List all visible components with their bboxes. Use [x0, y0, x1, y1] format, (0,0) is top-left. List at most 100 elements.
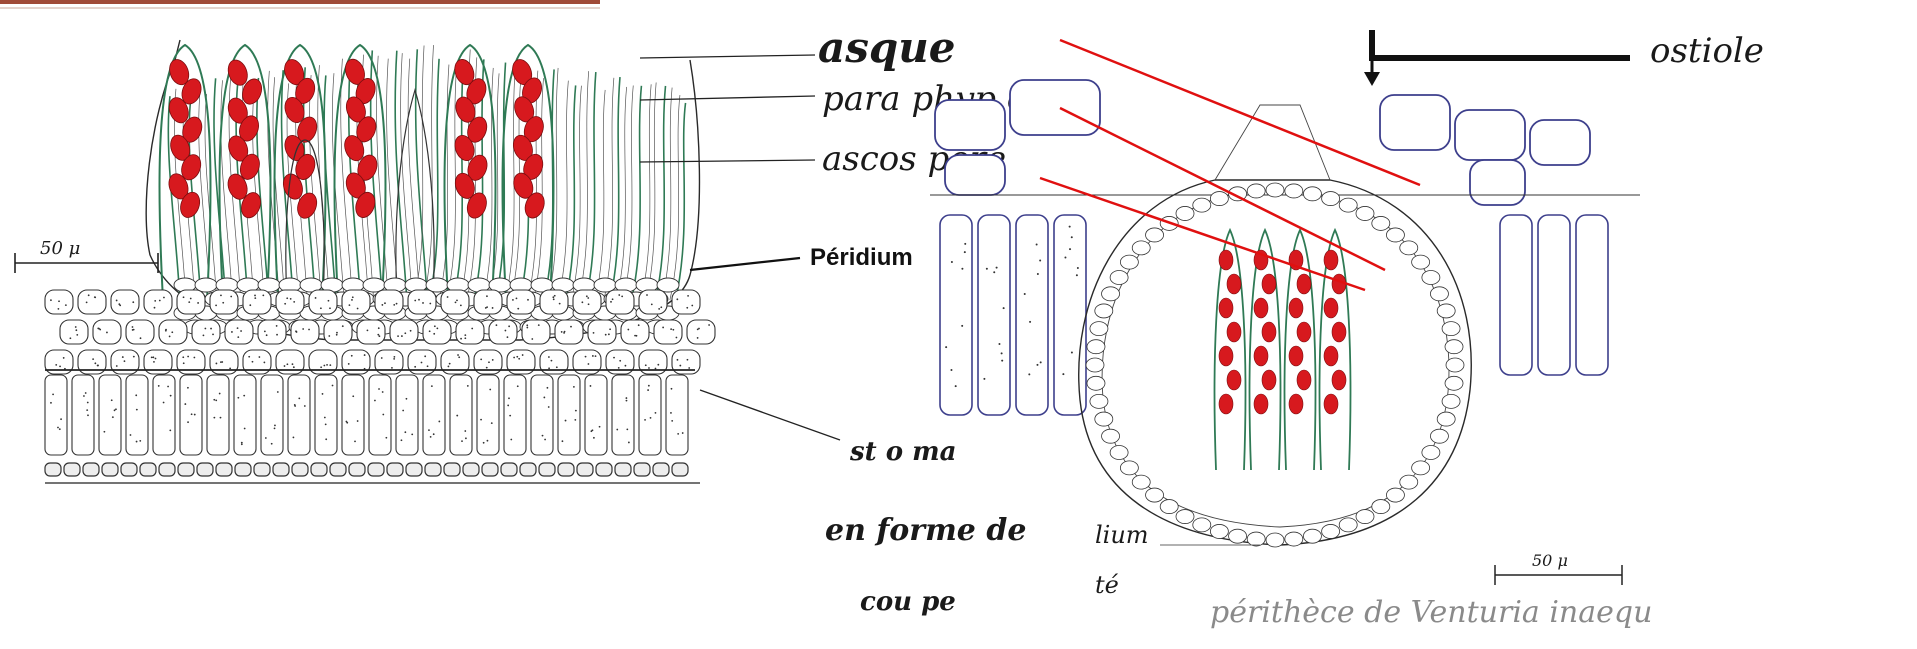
- wall-cell: [1090, 394, 1108, 408]
- stipple-dot: [461, 440, 463, 442]
- stipple-dot: [55, 364, 57, 366]
- stipple-dot: [480, 419, 482, 421]
- stipple-dot: [254, 297, 256, 299]
- wall-cell: [1412, 255, 1430, 269]
- palisade-cell: [978, 215, 1010, 415]
- stipple-dot: [456, 299, 458, 301]
- stipple-dot: [438, 421, 440, 423]
- stipple-dot: [169, 336, 171, 338]
- stipple-dot: [1003, 307, 1005, 309]
- stipple-dot: [677, 359, 679, 361]
- stipple-dot: [658, 308, 660, 310]
- wall-cell: [1400, 475, 1418, 489]
- host-cell: [243, 290, 271, 314]
- stipple-dot: [609, 328, 611, 330]
- stipple-dot: [587, 297, 589, 299]
- stipple-dot: [404, 431, 406, 433]
- stipple-dot: [559, 303, 561, 305]
- stipple-dot: [326, 364, 328, 366]
- wall-cell: [1322, 524, 1340, 538]
- stipple-dot: [153, 361, 155, 363]
- stipple-dot: [1062, 373, 1064, 375]
- stipple-dot: [526, 324, 528, 326]
- stipple-dot: [274, 427, 276, 429]
- wall-cell: [1372, 216, 1390, 230]
- bottom-cell: [577, 463, 593, 476]
- stipple-dot: [590, 385, 592, 387]
- wall-cell: [1437, 304, 1455, 318]
- ascospore: [1324, 250, 1338, 270]
- stipple-dot: [1064, 256, 1066, 258]
- stipple-dot: [404, 332, 406, 334]
- stipple-dot: [266, 334, 268, 336]
- stipple-dot: [187, 356, 189, 358]
- stipple-dot: [588, 363, 590, 365]
- left-scale-bar: 50 μ: [15, 238, 158, 273]
- epidermis-cell: [531, 375, 553, 455]
- stipple-dot: [114, 409, 116, 411]
- stipple-dot: [517, 385, 519, 387]
- palisade-cell: [940, 215, 972, 415]
- stipple-dot: [354, 440, 356, 442]
- left-apothecium-figure: 50 μ asque para phyp e ascos pore Péridi…: [15, 23, 1027, 617]
- stipple-dot: [325, 423, 327, 425]
- wall-cell: [1285, 532, 1303, 546]
- host-cell: [291, 320, 319, 344]
- stipple-dot: [548, 406, 550, 408]
- stipple-dot: [393, 304, 395, 306]
- hypha-strand: [309, 75, 321, 300]
- epidermis-cell: [369, 375, 391, 455]
- wall-cell: [1146, 228, 1164, 242]
- ascospore: [1219, 298, 1233, 318]
- palisade-cell: [1500, 215, 1532, 375]
- stipple-dot: [531, 338, 533, 340]
- stipple-dot: [325, 438, 327, 440]
- stipple-dot: [492, 307, 494, 309]
- host-cell: [309, 290, 337, 314]
- stipple-dot: [159, 300, 161, 302]
- stipple-dot: [679, 365, 681, 367]
- stipple-dot: [527, 299, 529, 301]
- stipple-dot: [625, 365, 627, 367]
- stipple-dot: [670, 328, 672, 330]
- stipple-dot: [57, 427, 59, 429]
- bottom-cell: [330, 463, 346, 476]
- stipple-dot: [1076, 274, 1078, 276]
- bottom-cell: [140, 463, 156, 476]
- stipple-dot: [393, 358, 395, 360]
- wall-cell: [1160, 500, 1178, 514]
- stipple-dot: [406, 398, 408, 400]
- stipple-dot: [88, 294, 90, 296]
- stipple-dot: [676, 298, 678, 300]
- stipple-dot: [671, 388, 673, 390]
- bottom-cell: [672, 463, 688, 476]
- stroma-leader-line: [700, 390, 840, 440]
- stipple-dot: [203, 334, 205, 336]
- stipple-dot: [381, 304, 383, 306]
- epidermis-cell: [72, 375, 94, 455]
- host-cell: [144, 290, 172, 314]
- ostiole-pointer: [1372, 30, 1630, 58]
- stipple-dot: [124, 360, 126, 362]
- asque-leader-line: [640, 55, 815, 58]
- stipple-dot: [183, 296, 185, 298]
- stipple-dot: [414, 366, 416, 368]
- epidermis-cell: [396, 375, 418, 455]
- stipple-dot: [492, 359, 494, 361]
- host-cell: [390, 320, 418, 344]
- stipple-dot: [352, 296, 354, 298]
- bottom-cell: [159, 463, 175, 476]
- stipple-dot: [171, 331, 173, 333]
- stipple-dot: [167, 386, 169, 388]
- bottom-cell: [387, 463, 403, 476]
- stipple-dot: [308, 329, 310, 331]
- wall-cell: [1386, 488, 1404, 502]
- stipple-dot: [547, 387, 549, 389]
- stipple-dot: [351, 299, 353, 301]
- stipple-dot: [231, 331, 233, 333]
- stipple-dot: [75, 326, 77, 328]
- stipple-dot: [1071, 236, 1073, 238]
- stipple-dot: [1039, 260, 1041, 262]
- stipple-dot: [489, 389, 491, 391]
